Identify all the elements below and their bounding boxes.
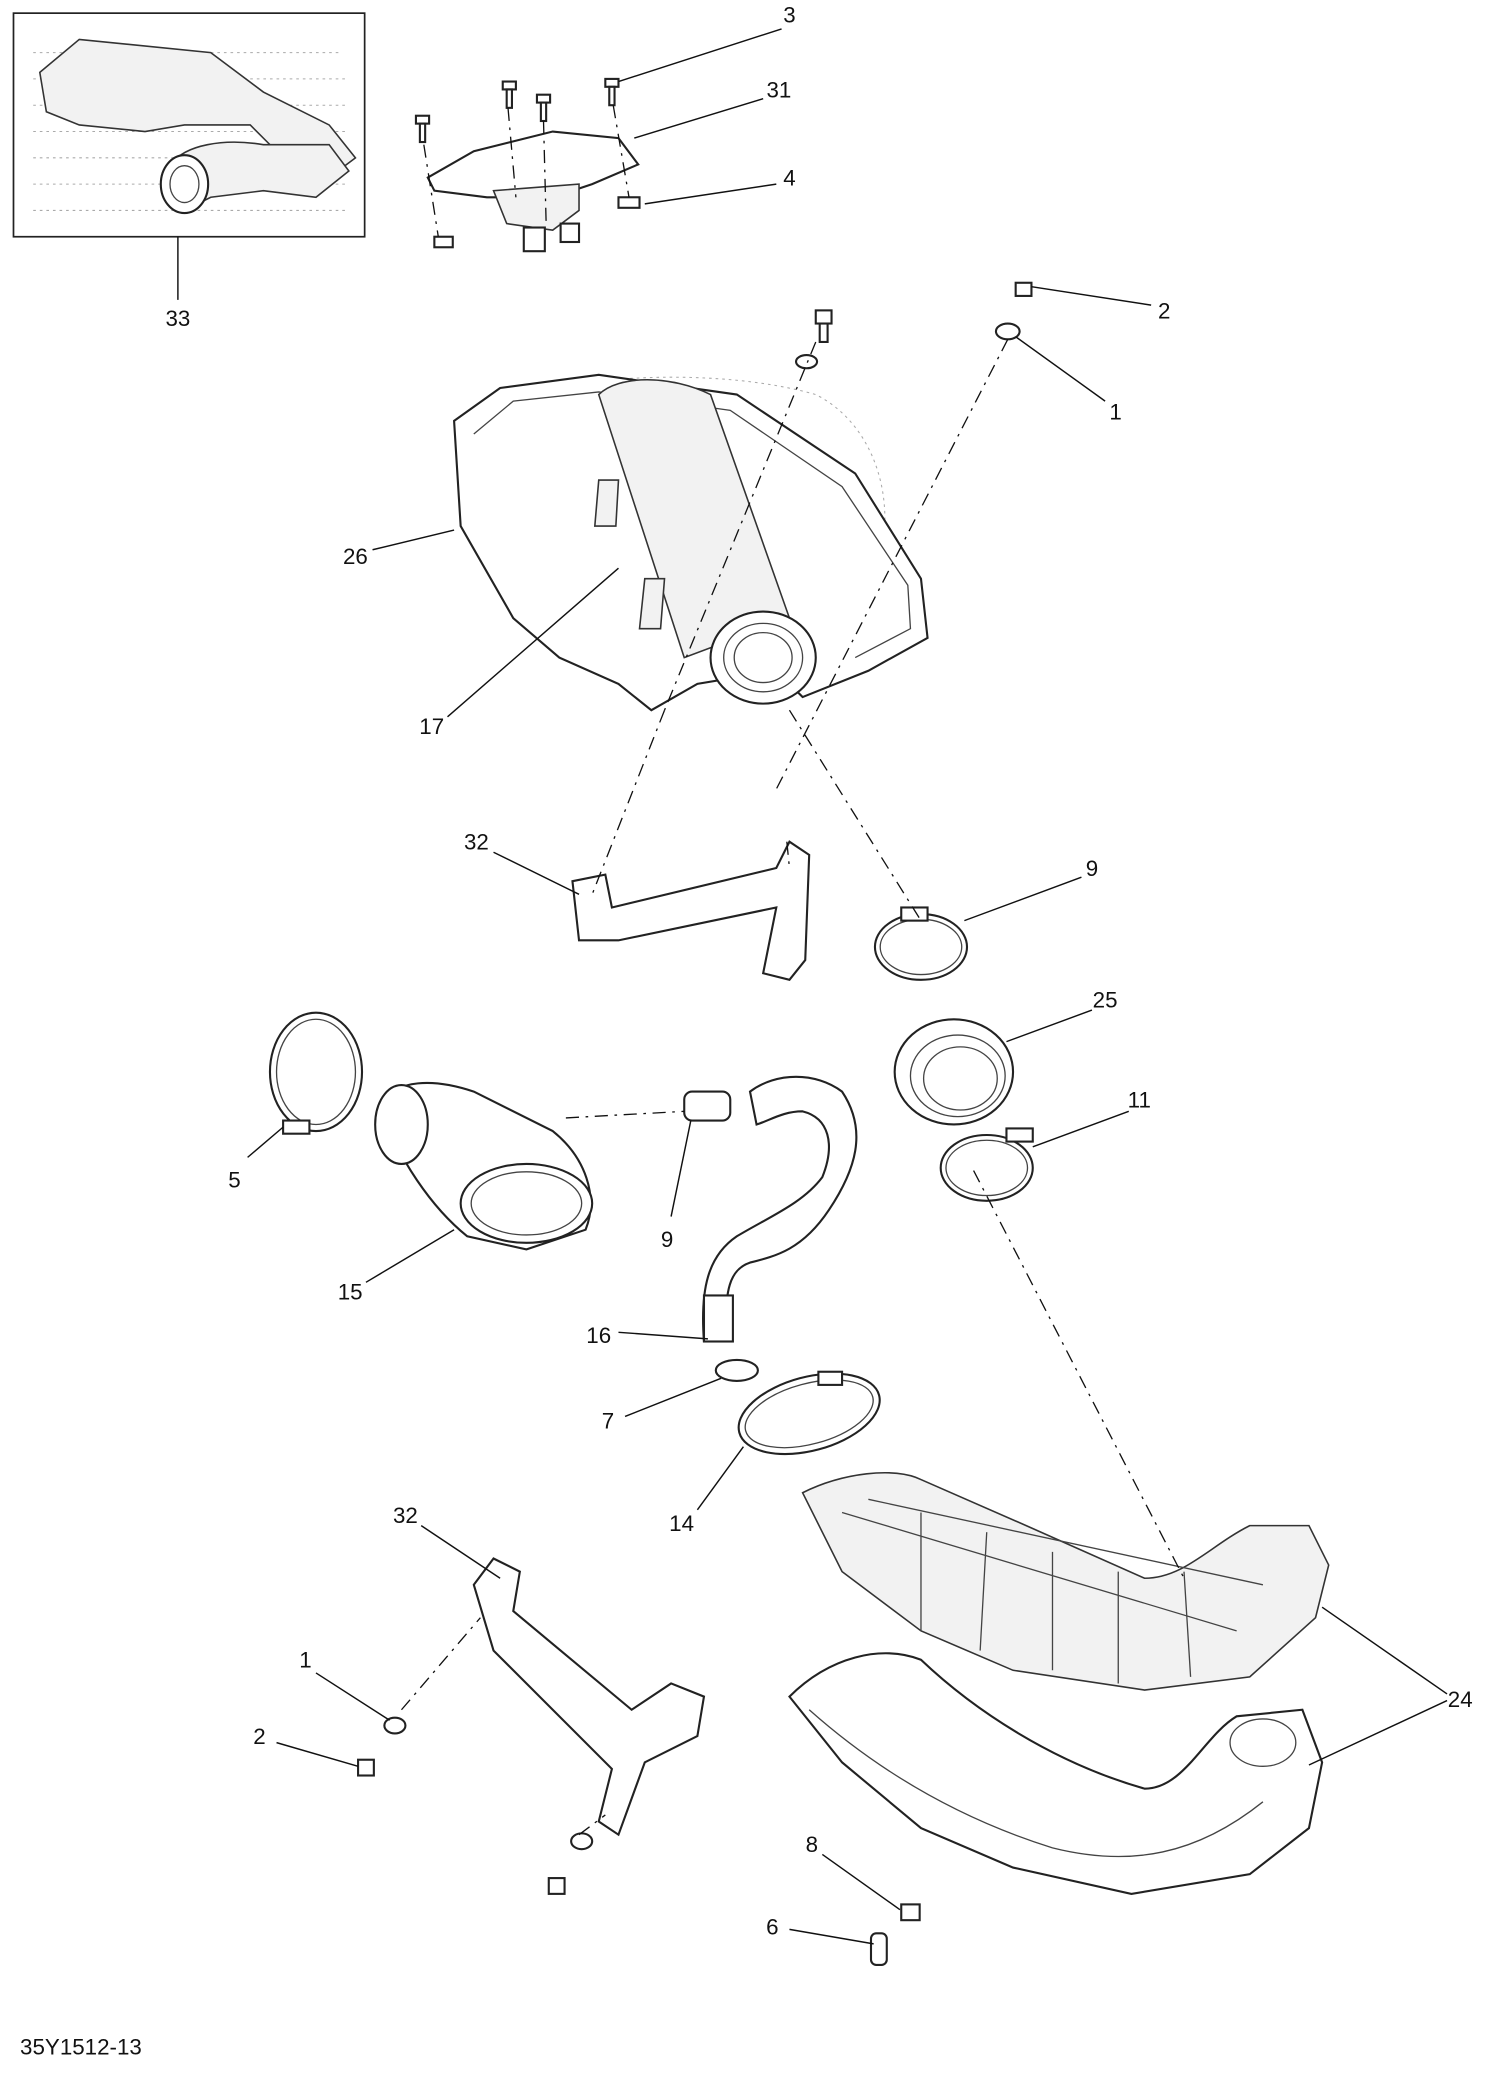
callout-15[interactable]: 15: [338, 1279, 363, 1304]
leader-line-1: [315, 1672, 391, 1721]
part-bolts-lower: [357, 1716, 921, 1966]
drawing-number: 35Y1512-13: [20, 2034, 142, 2059]
leader-line-7: [624, 1377, 722, 1418]
part-cover: [414, 77, 641, 253]
callout-9[interactable]: 9: [1086, 856, 1098, 881]
leader-line-26: [372, 529, 455, 551]
callout-labels: 3 31 4 33 2 1 26 17 32 9 25 11 5 9 15 16 7 14 32 24 1 2 8 6: [165, 2, 1472, 1939]
part-clamp-14: [737, 1370, 881, 1456]
leader-line-1: [1015, 336, 1106, 402]
part-air-box: [452, 373, 929, 712]
callout-1[interactable]: 1: [299, 1648, 311, 1673]
leader-line-5: [247, 1126, 284, 1158]
part-duct-24-lower: [788, 1652, 1324, 1895]
callout-8[interactable]: 8: [806, 1832, 818, 1857]
leader-line-15: [365, 1229, 455, 1283]
leader-line-31: [634, 97, 764, 139]
callout-7[interactable]: 7: [602, 1408, 614, 1433]
leader-line-3: [618, 28, 782, 83]
part-hose-16: [701, 1075, 858, 1343]
leader-line-32: [493, 851, 580, 895]
leader-line-24: [1321, 1606, 1448, 1695]
callout-14[interactable]: 14: [669, 1511, 694, 1536]
callout-9[interactable]: 9: [661, 1227, 673, 1252]
callout-leaders: [177, 28, 1448, 1945]
inset-overview: [12, 12, 366, 238]
part-duct-24-upper: [801, 1471, 1330, 1691]
leader-line-4: [644, 183, 777, 205]
callout-1[interactable]: 1: [1109, 400, 1121, 425]
callout-5[interactable]: 5: [228, 1168, 240, 1193]
leader-line-6: [789, 1928, 874, 1945]
leader-line-9: [670, 1120, 692, 1217]
leader-line-17: [447, 567, 619, 718]
leader-line-24: [1308, 1699, 1448, 1766]
callout-2[interactable]: 2: [253, 1724, 265, 1749]
callout-31[interactable]: 31: [767, 77, 792, 102]
part-bracket-lower: [472, 1557, 706, 1837]
part-bolts-top: [794, 281, 1033, 370]
part-fitting-5: [683, 1090, 732, 1122]
part-clamp-9a: [873, 906, 969, 981]
callout-17[interactable]: 17: [419, 714, 444, 739]
leader-line-32: [420, 1525, 501, 1579]
callout-32[interactable]: 32: [464, 830, 489, 855]
callout-11[interactable]: 11: [1128, 1087, 1151, 1112]
callout-26[interactable]: 26: [343, 544, 368, 569]
leader-line-16: [618, 1331, 708, 1340]
callout-33[interactable]: 33: [165, 306, 190, 331]
part-adapter-25: [893, 1018, 1015, 1126]
callout-32[interactable]: 32: [393, 1503, 418, 1528]
assembly-lines: [400, 105, 1185, 1836]
leader-line-25: [1006, 1009, 1093, 1043]
leader-line-2: [276, 1741, 359, 1767]
part-clamp-7: [714, 1358, 759, 1383]
leader-line-14: [696, 1446, 745, 1511]
part-clamp-9b: [939, 1127, 1034, 1202]
callout-16[interactable]: 16: [586, 1323, 611, 1348]
leader-line-2: [1031, 285, 1152, 306]
leader-line-8: [821, 1853, 901, 1911]
callout-24[interactable]: 24: [1448, 1687, 1473, 1712]
leader-line-11: [1032, 1110, 1130, 1148]
callout-6[interactable]: 6: [766, 1915, 778, 1940]
callout-4[interactable]: 4: [783, 165, 795, 190]
part-elbow-15: [374, 1082, 594, 1251]
callout-2[interactable]: 2: [1158, 298, 1170, 323]
callout-25[interactable]: 25: [1093, 987, 1118, 1012]
part-bracket-upper: [571, 840, 811, 982]
leader-line-9: [964, 876, 1082, 922]
callout-3[interactable]: 3: [783, 2, 795, 27]
part-clamp-11: [268, 1011, 364, 1135]
